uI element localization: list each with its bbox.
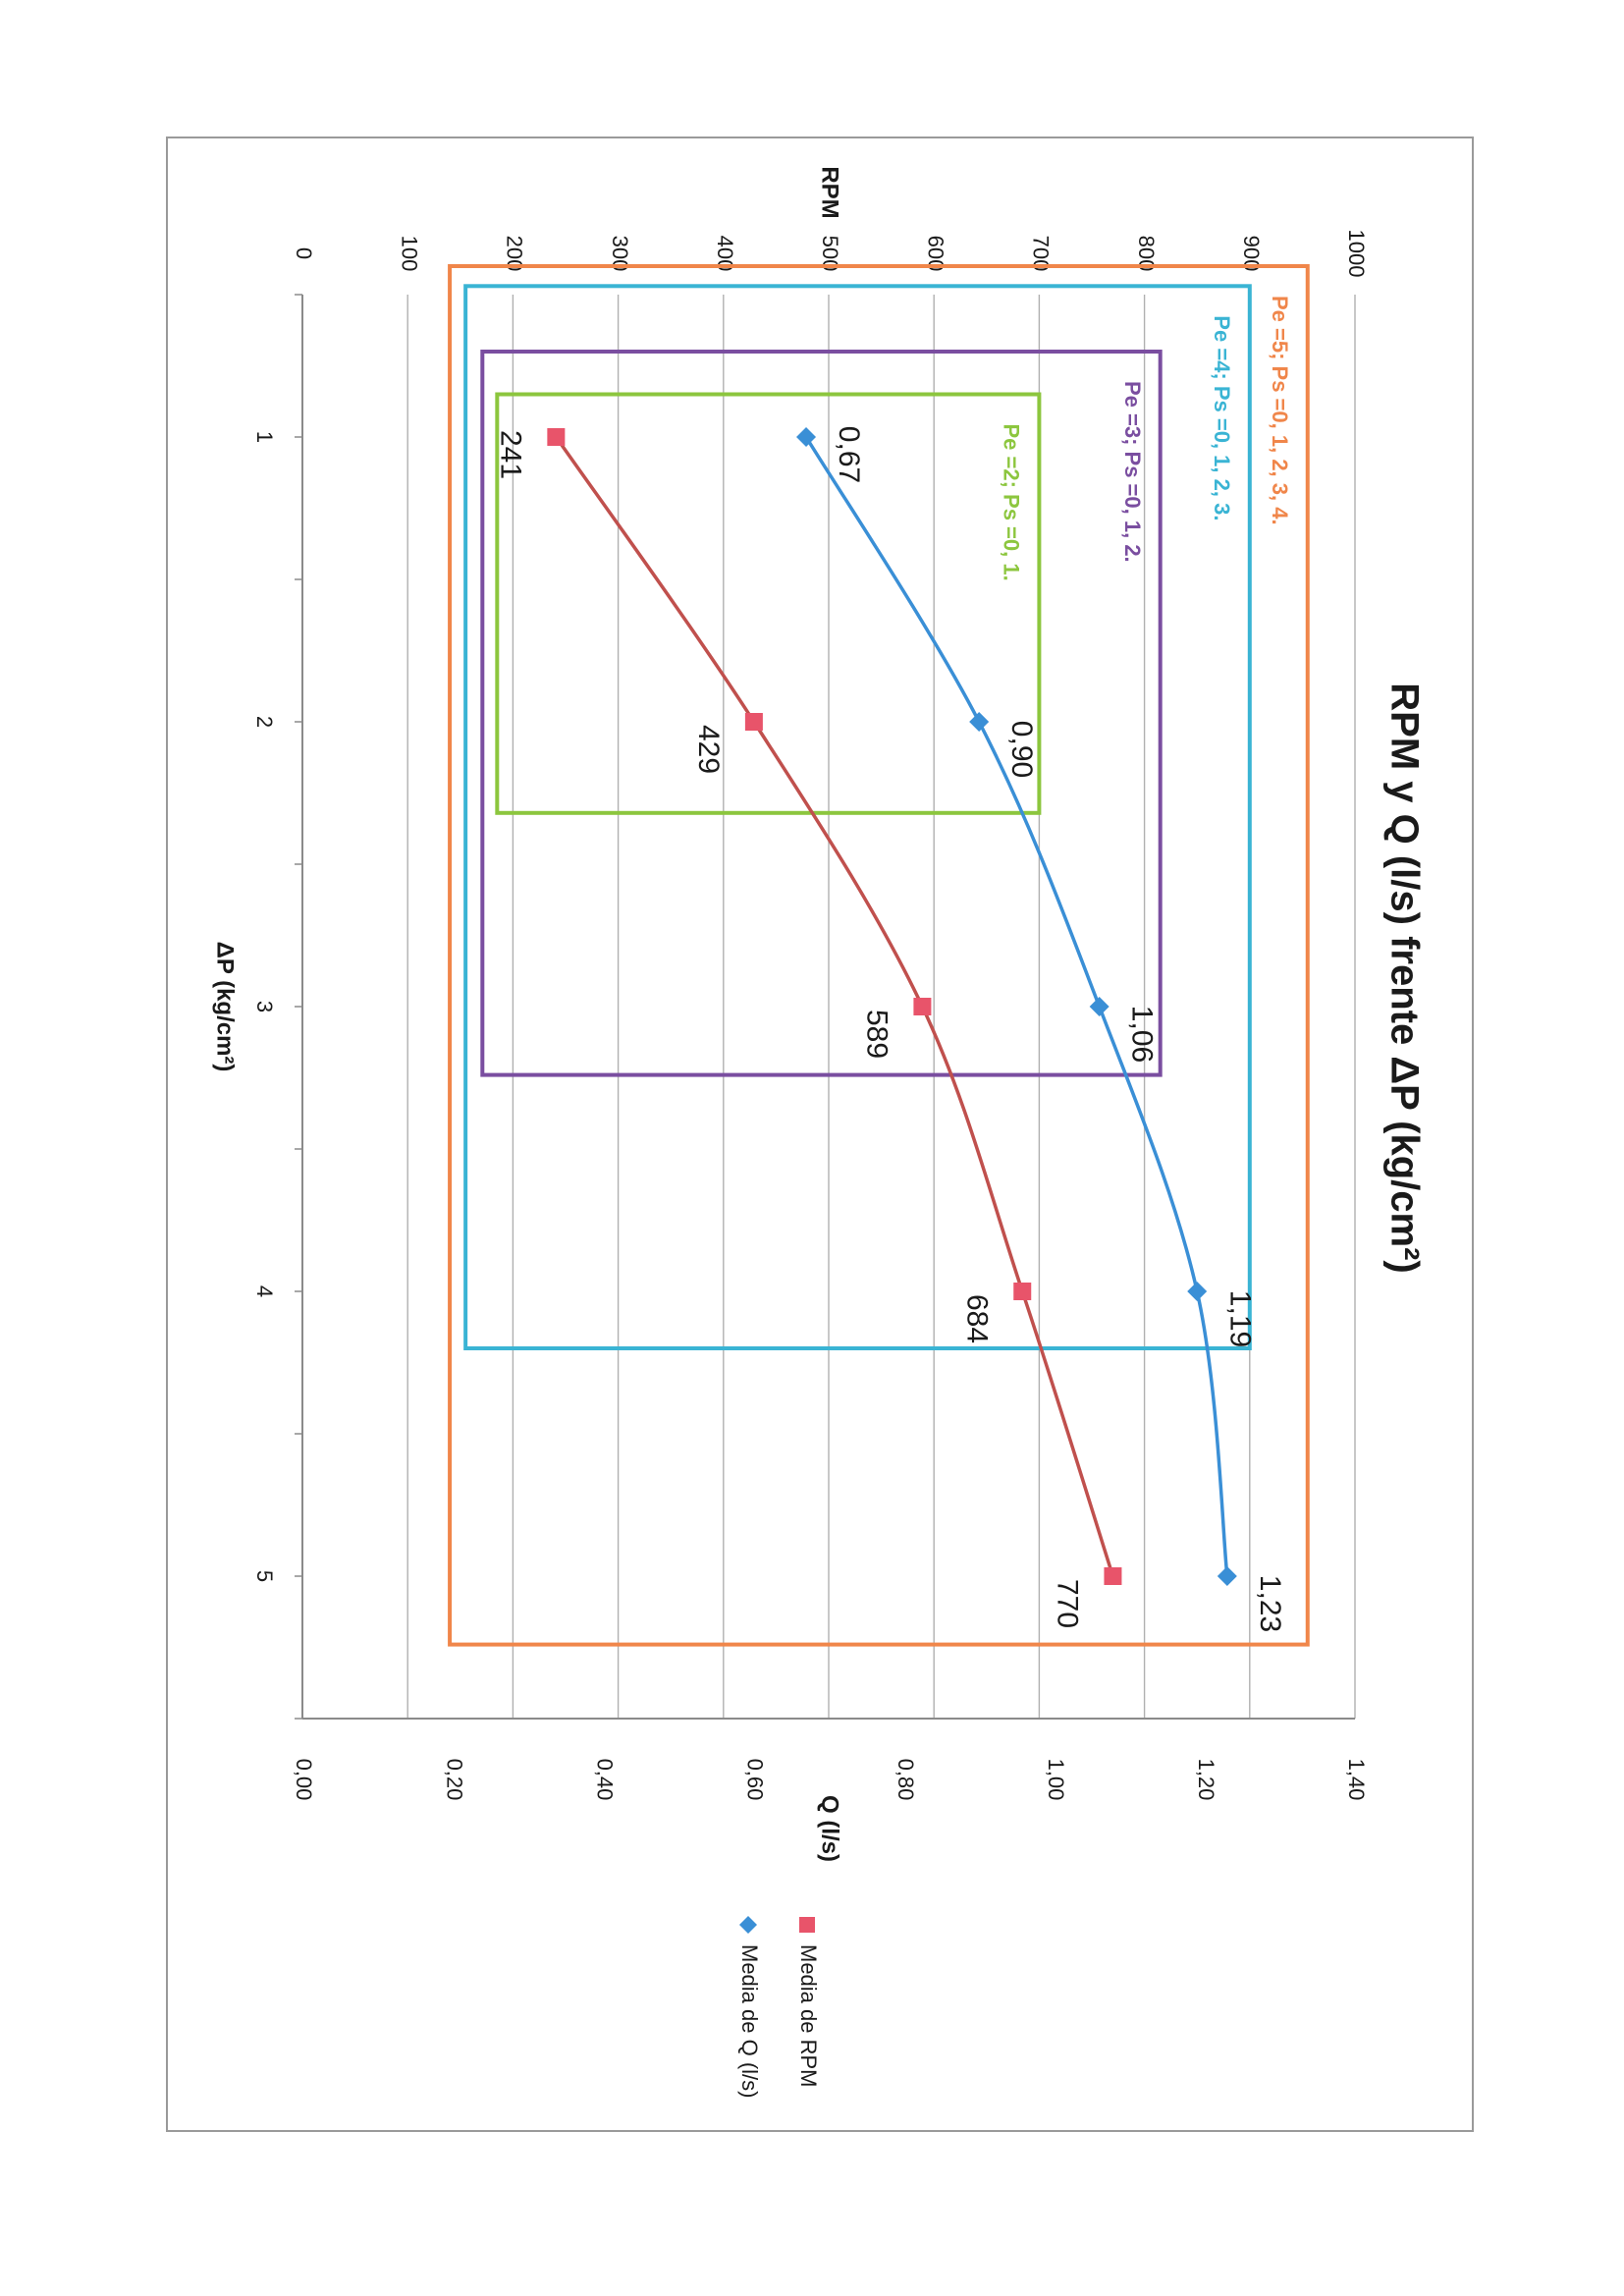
annotation-box [495, 392, 1042, 815]
rpm-axis-title: RPM [817, 166, 843, 218]
data-label: 1,23 [1254, 1575, 1286, 1632]
data-label: 429 [692, 725, 725, 774]
data-label: 0,67 [833, 426, 865, 483]
data-point [1013, 1283, 1032, 1300]
rpm-tick-label: 0 [292, 247, 316, 259]
x-tick-label: 5 [252, 1570, 277, 1582]
data-label: 589 [860, 1010, 893, 1059]
data-label: 1,19 [1223, 1290, 1256, 1347]
data-point [744, 713, 763, 731]
data-point [1217, 1566, 1237, 1586]
data-label: 684 [960, 1294, 993, 1343]
annotation-box [463, 284, 1252, 1350]
q-tick-label: 0,20 [442, 1759, 466, 1801]
data-point [1089, 997, 1110, 1016]
annotation-box-label: Pe =5; Ps =0, 1, 2, 3, 4. [1268, 296, 1292, 525]
chart-title: RPM y Q (l/s) frente ΔP (kg/cm²) [1382, 683, 1426, 1273]
q-tick-label: 1,20 [1194, 1759, 1218, 1801]
rpm-tick-label: 100 [397, 236, 421, 272]
legend-label: Media de Q (l/s) [737, 1944, 762, 2099]
annotation-box [480, 350, 1163, 1077]
q-axis-title: Q (l/s) [817, 1795, 843, 1862]
x-tick-label: 3 [252, 1001, 277, 1012]
data-label: 241 [494, 430, 526, 479]
q-tick-label: 1,40 [1344, 1759, 1369, 1801]
data-point [1104, 1567, 1122, 1585]
x-axis-title: ΔP (kg/cm²) [212, 942, 239, 1072]
annotation-box-label: Pe =4; Ps =0, 1, 2, 3. [1210, 315, 1234, 520]
q-tick-label: 1,00 [1044, 1759, 1068, 1801]
q-tick-label: 0,00 [292, 1759, 316, 1801]
data-point [969, 712, 990, 732]
data-point [547, 428, 566, 446]
data-point [796, 427, 817, 447]
annotation-box-label: Pe =2; Ps =0, 1. [1000, 424, 1024, 581]
legend-label: Media de RPM [796, 1944, 821, 2088]
data-point [1187, 1282, 1208, 1301]
data-point [913, 998, 932, 1015]
series-line [554, 436, 1115, 1577]
q-tick-label: 0,80 [893, 1759, 918, 1801]
data-label: 770 [1052, 1579, 1084, 1628]
annotation-box-label: Pe =3; Ps =0, 1, 2. [1120, 381, 1145, 563]
data-label: 0,90 [1005, 721, 1038, 778]
x-tick-label: 4 [252, 1285, 277, 1297]
series-line [804, 436, 1229, 1577]
legend-marker [739, 1916, 757, 1934]
q-tick-label: 0,60 [743, 1759, 768, 1801]
legend-marker [799, 1917, 815, 1933]
q-tick-label: 0,40 [592, 1759, 617, 1801]
x-tick-label: 2 [252, 716, 277, 728]
annotation-box [448, 264, 1310, 1647]
chart-border [166, 137, 1474, 2132]
data-label: 1,06 [1126, 1006, 1159, 1063]
rpm-tick-label: 1000 [1344, 230, 1369, 278]
x-tick-label: 1 [252, 431, 277, 443]
